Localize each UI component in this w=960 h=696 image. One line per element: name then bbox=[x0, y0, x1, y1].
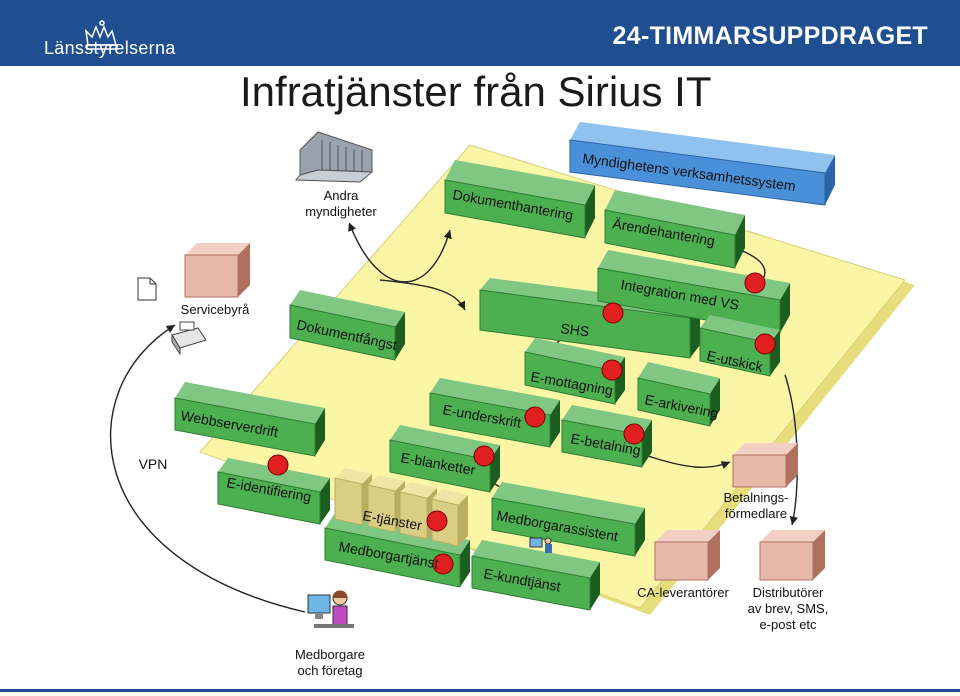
andra-line-2: myndigheter bbox=[305, 204, 377, 219]
marker-shs bbox=[602, 302, 624, 324]
label-betalningsformedlare: Betalnings- förmedlare bbox=[706, 490, 806, 522]
betal-line-1: Betalnings- bbox=[723, 490, 789, 505]
marker-e-mottagning bbox=[601, 359, 623, 381]
label-ca-leverantorer: CA-leverantörer bbox=[637, 585, 729, 600]
box-webbserverdrift bbox=[174, 382, 325, 457]
box-ca-pink bbox=[654, 530, 720, 581]
box-arendehantering bbox=[604, 190, 745, 269]
marker-e-underskrift bbox=[524, 406, 546, 428]
box-e-kundtjanst bbox=[471, 540, 600, 611]
medborgare-line-1: Medborgare bbox=[294, 647, 366, 662]
person-at-computer-icon bbox=[307, 590, 354, 628]
dist-line-3: e-post etc bbox=[759, 617, 817, 632]
crown-logo-icon bbox=[84, 20, 118, 50]
page-title: Infratjänster från Sirius IT bbox=[240, 68, 712, 115]
box-medborgarassistent bbox=[491, 482, 645, 557]
building-icon bbox=[294, 131, 374, 183]
marker-e-tjanster bbox=[426, 510, 448, 532]
footer-line bbox=[0, 689, 960, 692]
marker-medborgartjanst bbox=[432, 553, 454, 575]
marker-e-blanketter bbox=[473, 445, 495, 467]
marker-e-utskick bbox=[754, 333, 776, 355]
label-vpn: VPN bbox=[138, 456, 168, 472]
label-servicebyra: Servicebyrå bbox=[180, 302, 250, 317]
arrow-ebetalning-betal bbox=[644, 454, 731, 470]
box-distributorer-pink bbox=[759, 530, 825, 581]
e-tjanster-cubes bbox=[334, 468, 468, 547]
fax-machine-icon bbox=[171, 321, 207, 356]
box-e-arkivering bbox=[637, 362, 720, 427]
dist-line-2: av brev, SMS, bbox=[747, 601, 829, 616]
header-bar: Länsstyrelserna 24-TIMMARSUPPDRAGET bbox=[0, 0, 960, 66]
document-icon bbox=[137, 277, 157, 301]
betal-line-2: förmedlare bbox=[724, 506, 788, 521]
marker-e-identifiering bbox=[267, 454, 289, 476]
arrow-dokumentfangst bbox=[379, 279, 466, 311]
box-dokumentfangst bbox=[289, 290, 405, 361]
andra-line-1: Andra bbox=[323, 188, 359, 203]
box-e-blanketter bbox=[389, 425, 500, 493]
label-distributorer: Distributörer av brev, SMS, e-post etc bbox=[736, 585, 840, 633]
label-andra-myndigheter: Andra myndigheter bbox=[296, 188, 386, 220]
arrow-dok-andra bbox=[348, 222, 452, 283]
box-e-underskrift bbox=[429, 378, 560, 448]
label-shs: SHS bbox=[560, 320, 591, 339]
assistant-icon bbox=[529, 537, 552, 553]
box-betalning-pink bbox=[732, 443, 798, 488]
org-name: Länsstyrelserna bbox=[44, 38, 176, 58]
medborgare-line-2: och företag bbox=[297, 663, 363, 678]
box-dokumenthantering bbox=[444, 160, 595, 239]
box-servicebyra-pink bbox=[184, 243, 250, 298]
marker-integration bbox=[744, 272, 766, 294]
box-myndighetens bbox=[569, 122, 835, 206]
arrow-medborgare-servicebyra bbox=[109, 324, 306, 613]
dist-line-1: Distributörer bbox=[752, 585, 824, 600]
marker-e-betalning bbox=[623, 423, 645, 445]
box-e-identifiering bbox=[217, 458, 330, 525]
label-medborgare: Medborgare och företag bbox=[285, 647, 375, 679]
banner-title: 24-TIMMARSUPPDRAGET bbox=[612, 22, 928, 50]
